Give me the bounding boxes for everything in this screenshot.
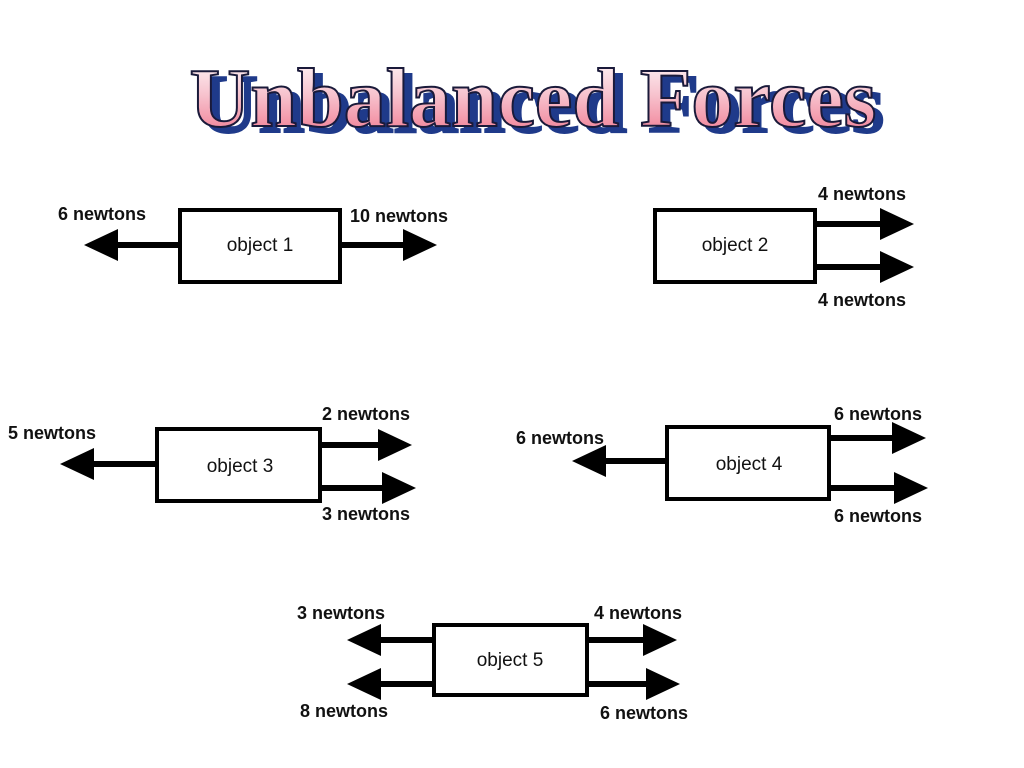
object-3-force-label: 3 newtons bbox=[322, 504, 410, 524]
object-5-force-label: 3 newtons bbox=[297, 603, 385, 623]
page-title: Unbalanced Forces Unbalanced Forces bbox=[189, 51, 886, 152]
object-3-force-label: 5 newtons bbox=[8, 423, 96, 443]
object-1-box bbox=[178, 208, 342, 284]
object-2-box bbox=[653, 208, 817, 284]
object-5-force-label: 8 newtons bbox=[300, 701, 388, 721]
object-3-force-right-arrow bbox=[320, 472, 416, 504]
object-5-label: object 5 bbox=[477, 650, 544, 671]
object-1-force-label: 6 newtons bbox=[58, 204, 146, 224]
object-4-force-label: 6 newtons bbox=[834, 404, 922, 424]
object-4-label: object 4 bbox=[716, 454, 783, 475]
object-3-group: object 3 5 newtons 2 newtons 3 newtons bbox=[8, 404, 416, 524]
object-1-label: object 1 bbox=[227, 235, 294, 256]
object-3-force-left-arrow bbox=[60, 448, 157, 480]
page-title-shadow: Unbalanced Forces bbox=[198, 58, 885, 151]
object-5-group: object 5 3 newtons 8 newtons 4 newtons 6… bbox=[297, 603, 688, 723]
object-2-group: object 2 4 newtons 4 newtons bbox=[653, 184, 914, 310]
object-5-force-right-arrow bbox=[587, 624, 677, 656]
object-2-force-right-arrow bbox=[815, 251, 914, 283]
object-2-label: object 2 bbox=[702, 235, 769, 256]
object-5-force-right-arrow bbox=[587, 668, 680, 700]
object-4-box bbox=[665, 425, 831, 501]
object-2-force-right-arrow bbox=[815, 208, 914, 240]
object-2-force-label: 4 newtons bbox=[818, 184, 906, 204]
object-5-box bbox=[432, 623, 589, 697]
object-5-force-left-arrow bbox=[347, 668, 434, 700]
object-5-force-left-arrow bbox=[347, 624, 434, 656]
object-4-force-left-arrow bbox=[572, 445, 667, 477]
object-4-force-label: 6 newtons bbox=[516, 428, 604, 448]
object-1-group: object 1 6 newtons 10 newtons bbox=[58, 204, 448, 284]
page-title-text: Unbalanced Forces bbox=[190, 52, 877, 145]
object-1-force-label: 10 newtons bbox=[350, 206, 448, 226]
object-1-force-right-arrow bbox=[340, 229, 437, 261]
object-3-label: object 3 bbox=[207, 456, 274, 477]
object-3-force-label: 2 newtons bbox=[322, 404, 410, 424]
object-4-force-right-arrow bbox=[829, 472, 928, 504]
object-1-force-left-arrow bbox=[84, 229, 180, 261]
object-2-force-label: 4 newtons bbox=[818, 290, 906, 310]
object-4-force-right-arrow bbox=[829, 422, 926, 454]
object-5-force-label: 4 newtons bbox=[594, 603, 682, 623]
object-5-force-label: 6 newtons bbox=[600, 703, 688, 723]
object-4-group: object 4 6 newtons 6 newtons 6 newtons bbox=[516, 404, 928, 526]
object-3-force-right-arrow bbox=[320, 429, 412, 461]
object-4-force-label: 6 newtons bbox=[834, 506, 922, 526]
